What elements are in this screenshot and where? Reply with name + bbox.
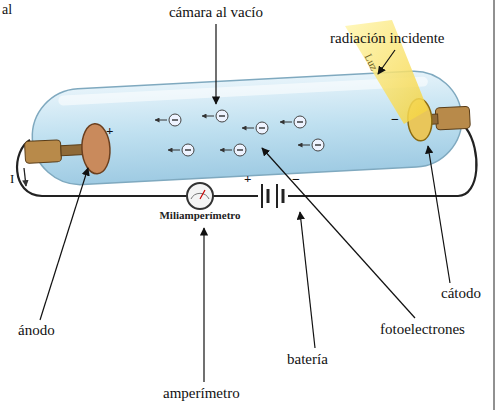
milliammeter: [187, 183, 213, 209]
part-label: fotoelectrones: [380, 321, 465, 338]
polarity-sign: −: [292, 172, 300, 187]
part-label: amperímetro: [163, 385, 240, 402]
frame-line: [494, 0, 495, 410]
photoelectrons: [155, 110, 324, 156]
part-label: cátodo: [441, 285, 481, 302]
battery-symbol: [258, 184, 288, 208]
caption-fragment: al: [2, 2, 12, 17]
current-label: I: [10, 172, 14, 186]
part-label: batería: [287, 351, 328, 368]
polarity-sign: +: [244, 172, 251, 186]
polarity-sign: +: [106, 124, 113, 138]
part-label: radiación incidente: [330, 30, 445, 47]
part-label: cámara al vacío: [169, 4, 263, 21]
meter-label: Miliamperímetro: [159, 209, 240, 221]
part-label: ánodo: [18, 322, 55, 339]
current-arrow: [24, 168, 26, 186]
polarity-sign: −: [391, 112, 399, 127]
